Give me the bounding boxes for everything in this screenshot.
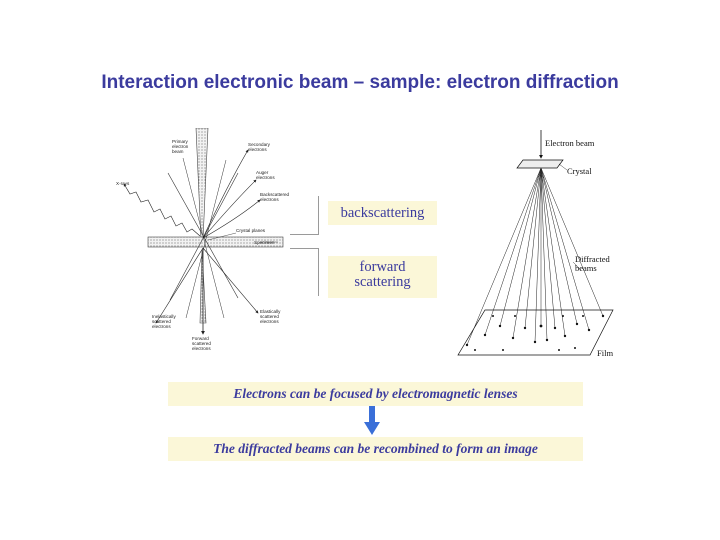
callout-backscattering: backscattering <box>328 201 437 225</box>
info-box-recombine: The diffracted beams can be recombined t… <box>168 437 583 461</box>
label-film: Film <box>597 348 613 358</box>
page-title: Interaction electronic beam – sample: el… <box>101 72 619 93</box>
primary-beam <box>195 128 209 241</box>
xray-wave <box>123 183 201 237</box>
bracket-back-vertical <box>318 196 319 234</box>
specimen-slab <box>147 236 284 248</box>
label-crystal-planes: Crystal planes <box>236 228 266 233</box>
callout-forward-scattering: forward scattering <box>328 256 437 298</box>
label-electron-beam: Electron beam <box>545 138 595 148</box>
callout-forward-line2: scattering <box>354 274 411 290</box>
diffracted-beams <box>466 167 604 346</box>
bracket-fwd-vertical <box>318 248 319 296</box>
callout-forward-line1: forward <box>359 259 406 275</box>
bracket-back-bottom <box>290 234 319 235</box>
bracket-fwd-top <box>290 248 319 249</box>
down-arrow-icon <box>364 406 380 435</box>
label-xrays: X-rays <box>116 181 130 186</box>
label-specimen: Specimen <box>254 240 275 245</box>
label-crystal: Crystal <box>567 166 592 176</box>
diffraction-spots <box>465 314 605 351</box>
info-box-focus: Electrons can be focused by electromagne… <box>168 382 583 406</box>
crystal-plate <box>516 159 564 169</box>
